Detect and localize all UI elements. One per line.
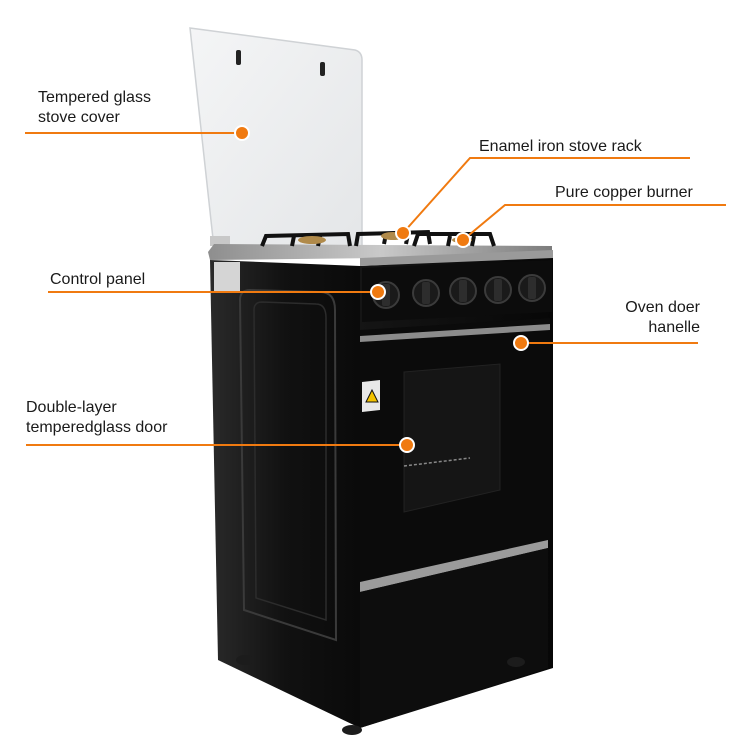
oven-door [360, 318, 550, 586]
label-enamel-rack: Enamel iron stove rack [479, 138, 642, 155]
storage-drawer [360, 540, 548, 728]
label-tempered-glass-cover: Tempered glass stove cover [38, 89, 151, 126]
leader-dot-control-panel [370, 284, 386, 300]
label-glass-door: Double-layer temperedglass door [26, 399, 168, 436]
leader-line-copper-burner [462, 204, 726, 241]
glass-cover [189, 27, 363, 251]
leader-dot-tempered-glass-cover [234, 125, 250, 141]
label-copper-burner: Pure copper burner [555, 184, 693, 201]
annotation-leaders [25, 125, 726, 453]
cabinet-side [210, 260, 360, 728]
leader-dot-copper-burner [455, 232, 471, 248]
stove-feet [236, 655, 525, 735]
leader-dot-glass-door [399, 437, 415, 453]
label-control-panel: Control panel [50, 271, 146, 288]
leader-line-enamel-rack [402, 157, 690, 234]
stove-rack [260, 229, 496, 247]
leader-dot-enamel-rack [395, 225, 411, 241]
leader-dot-oven-handle [513, 335, 529, 351]
label-oven-handle: Oven doer hanelle [625, 299, 700, 336]
